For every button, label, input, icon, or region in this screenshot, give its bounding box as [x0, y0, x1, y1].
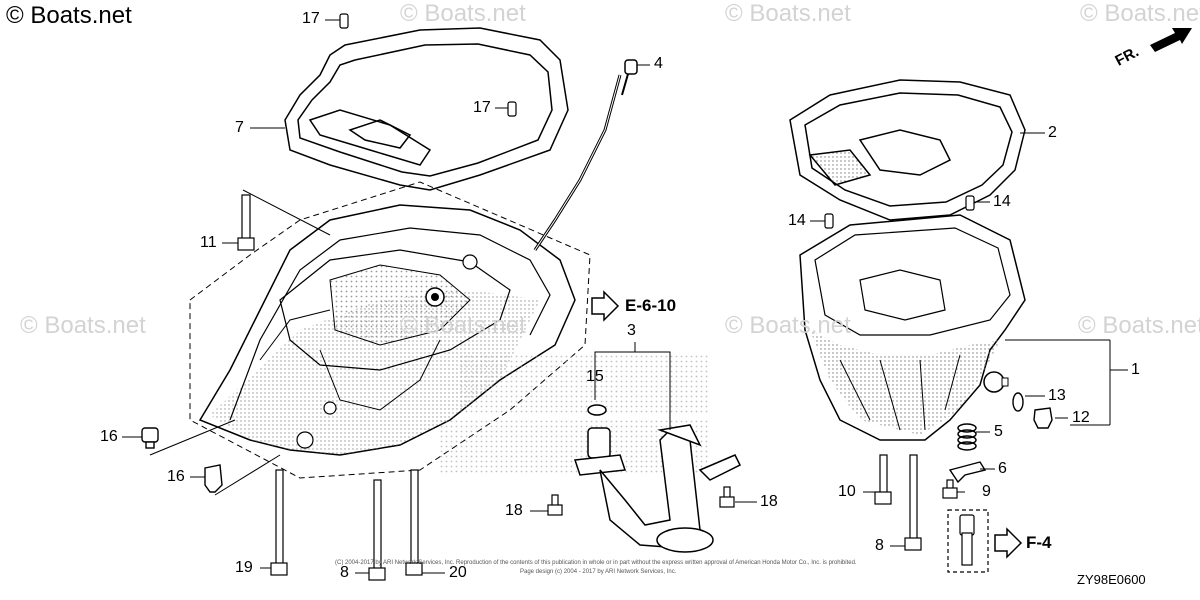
- callout-19: 19: [235, 559, 253, 576]
- callout-15: 15: [586, 368, 604, 385]
- ref-f-4: F-4: [1026, 533, 1052, 552]
- copyright-text: © Boats.net: [6, 2, 132, 29]
- watermark-top-right: © Boats.net: [725, 0, 851, 27]
- callout-8-right: 8: [875, 537, 884, 554]
- diagram-code: ZY98E0600: [1077, 572, 1146, 587]
- watermark-mid-right: © Boats.net: [725, 312, 851, 339]
- f4-reference-part: [947, 509, 989, 573]
- callout-14-left: 14: [788, 212, 806, 229]
- bolt-9: [942, 479, 958, 499]
- callout-18-left: 18: [505, 502, 523, 519]
- front-arrow-icon: [1150, 28, 1192, 52]
- callout-16-upper: 16: [100, 428, 118, 445]
- ref-e-6-10: E-6-10: [625, 296, 677, 315]
- callout-6: 6: [998, 460, 1007, 477]
- callout-16-lower: 16: [167, 468, 185, 485]
- callout-1: 1: [1131, 361, 1140, 378]
- footer-line-1: (C) 2004-2017 by ARI Network Services, I…: [335, 560, 857, 566]
- dowel-pins-17: [339, 13, 517, 117]
- ref-arrow-f: [994, 527, 1023, 559]
- spring-5: [957, 423, 977, 451]
- assembly-outline: [189, 181, 591, 479]
- plugs-16: [141, 427, 223, 493]
- bolts-18: [547, 486, 735, 516]
- callout-8-left: 8: [340, 564, 349, 581]
- callout-18-right: 18: [760, 493, 778, 510]
- oil-pan-gasket-right: [789, 79, 1026, 221]
- callout-17-mid: 17: [473, 99, 491, 116]
- callout-7: 7: [235, 119, 244, 136]
- washer-13-plug-12: [1012, 392, 1053, 429]
- oil-case-left: [198, 204, 576, 456]
- callout-13: 13: [1048, 387, 1066, 404]
- callout-3: 3: [627, 322, 636, 339]
- watermark-top-center: © Boats.net: [400, 0, 526, 27]
- bolts-10-8-right: [874, 454, 922, 551]
- oil-strainer: [573, 424, 742, 553]
- callout-5: 5: [994, 423, 1003, 440]
- bolt-11: [237, 194, 255, 251]
- washer-15: [587, 404, 607, 416]
- oil-case-gasket-left: [284, 27, 569, 191]
- leader-lines: [122, 19, 1128, 574]
- watermark-mid-left: © Boats.net: [20, 312, 146, 339]
- footer-line-2: Page design (c) 2004 - 2017 by ARI Netwo…: [520, 569, 677, 575]
- callout-10: 10: [838, 483, 856, 500]
- callout-2: 2: [1048, 124, 1057, 141]
- callout-14-right: 14: [993, 193, 1011, 210]
- dipstick: [533, 59, 638, 251]
- callout-12: 12: [1072, 409, 1090, 426]
- callout-11: 11: [200, 234, 217, 251]
- dowel-pins-14: [824, 195, 975, 229]
- callout-20: 20: [449, 564, 467, 581]
- ref-arrow-e: [591, 290, 620, 322]
- oil-pan-right: [799, 214, 1026, 441]
- callout-17-top: 17: [302, 10, 320, 27]
- watermark-mid-center: © Boats.net: [400, 312, 526, 339]
- clip-6: [948, 461, 987, 484]
- watermark-mid-far-right: © Boats.net: [1078, 312, 1200, 339]
- watermark-top-far-right: © Boats.net: [1080, 0, 1200, 27]
- bolts-19-8-20: [270, 469, 423, 581]
- callout-4: 4: [654, 55, 663, 72]
- callout-9: 9: [982, 483, 991, 500]
